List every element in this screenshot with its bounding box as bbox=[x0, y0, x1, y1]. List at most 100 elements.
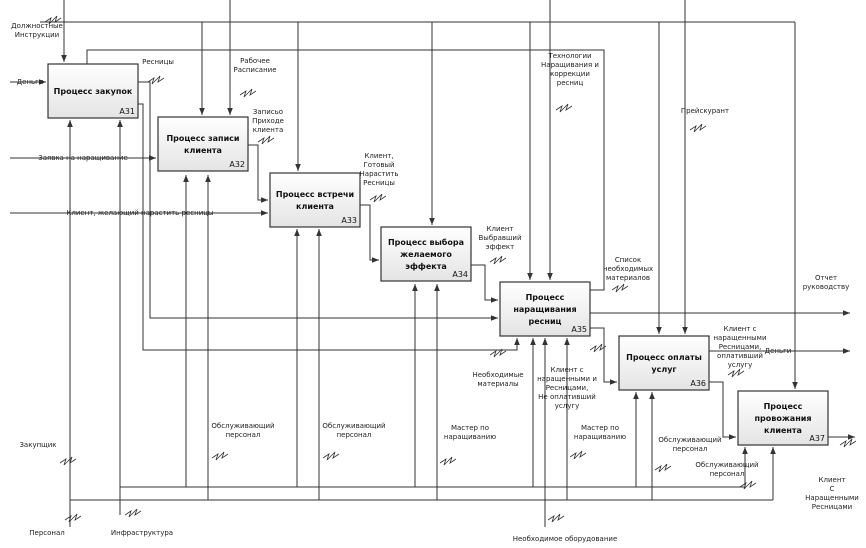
box-id: A36 bbox=[690, 379, 706, 388]
arrow-label: наращенными bbox=[713, 334, 766, 342]
arrow-label: Ресницами, bbox=[546, 384, 589, 392]
arrow-line bbox=[590, 327, 617, 385]
box-title: наращивания bbox=[513, 305, 576, 314]
box-title: Процесс записи bbox=[166, 134, 239, 143]
label-request: Заявка на наращивание bbox=[38, 154, 128, 162]
label-equipment: Необходимое оборудование bbox=[513, 513, 617, 543]
arrow-label: Заявка на наращивание bbox=[38, 154, 128, 162]
label-personnel: Персонал bbox=[29, 513, 82, 537]
squiggle-connector bbox=[739, 480, 757, 490]
squiggle-connector bbox=[439, 456, 457, 466]
arrow-label: Обслуживающий bbox=[322, 422, 385, 430]
label-price: Прейскурант bbox=[681, 107, 729, 133]
arrow-label: наращиванию bbox=[444, 433, 496, 441]
arrow-label: Ресницы bbox=[142, 58, 174, 66]
box-title: услуг bbox=[651, 365, 676, 374]
arrow-label: коррекции bbox=[550, 70, 590, 78]
arrow-line bbox=[86, 49, 605, 291]
arrow-label: наращенными и bbox=[537, 375, 597, 383]
box-frame bbox=[47, 63, 139, 119]
arrow-label: Деньги bbox=[17, 78, 44, 86]
box-id: A34 bbox=[452, 270, 468, 279]
arrow-line bbox=[138, 103, 520, 351]
squiggle-connector bbox=[239, 88, 257, 98]
arrow-label: Ресницы bbox=[363, 179, 395, 187]
arrow-label: персонал bbox=[226, 431, 261, 439]
box-id: A37 bbox=[809, 434, 825, 443]
arrow-label: Клиент, bbox=[364, 152, 393, 160]
arrow-label: Должностные bbox=[11, 22, 63, 30]
arrow-line bbox=[360, 204, 379, 263]
arrow-label: Технологии bbox=[547, 52, 591, 60]
box-title: Процесс встречи bbox=[276, 190, 354, 199]
arrow-label: услугу bbox=[728, 361, 752, 369]
box-title: клиента bbox=[296, 202, 334, 211]
arrow-label: ресниц bbox=[557, 79, 584, 87]
squiggle-connector bbox=[654, 463, 672, 473]
squiggle-connector bbox=[589, 343, 607, 353]
squiggle-connector bbox=[369, 193, 387, 203]
box-frame bbox=[618, 335, 710, 391]
label-buyer: Закупщик bbox=[19, 441, 77, 466]
label-client-paid: Клиент снаращеннымиРесницами,оплатившийу… bbox=[713, 325, 767, 378]
arrow-label: Ресницами bbox=[812, 503, 852, 511]
arrow-label: персонал bbox=[710, 470, 745, 478]
arrow-line bbox=[471, 264, 498, 303]
arrow-label: необходимых bbox=[603, 265, 653, 273]
arrow-label: Список bbox=[615, 256, 641, 264]
box-id: A35 bbox=[571, 325, 587, 334]
label-money-out: Деньги bbox=[765, 347, 792, 355]
arrow-label: Нарастить bbox=[360, 170, 399, 178]
arrow-label: Клиент, желающий нарастить ресницы bbox=[66, 209, 213, 217]
squiggle-connector bbox=[689, 123, 707, 133]
squiggle-connector bbox=[555, 103, 573, 113]
arrow-label: руководству bbox=[803, 283, 850, 291]
arrow-label: Приходе bbox=[252, 117, 284, 125]
arrow-label: Расписание bbox=[233, 66, 276, 74]
box-frame bbox=[499, 281, 591, 337]
squiggle-connector bbox=[59, 456, 77, 466]
box-title: Процесс оплаты bbox=[626, 353, 702, 362]
arrow-label: Наращивания и bbox=[541, 61, 599, 69]
box-frame bbox=[380, 226, 472, 282]
box-id: A32 bbox=[229, 160, 245, 169]
arrow-label: материалы bbox=[477, 380, 518, 388]
arrow-label: клиента bbox=[253, 126, 284, 134]
label-lashes: Ресницы bbox=[142, 58, 174, 85]
arrow-label: Прейскурант bbox=[681, 107, 729, 115]
box-title: эффекта bbox=[405, 262, 447, 271]
arrow-label: Отчет bbox=[815, 274, 837, 282]
arrow-label: персонал bbox=[337, 431, 372, 439]
arrow-label: Готовый bbox=[363, 161, 394, 169]
arrow-label: Закупщик bbox=[19, 441, 56, 449]
arrow-label: Не оплативший bbox=[538, 393, 596, 401]
squiggle-connector bbox=[839, 438, 857, 448]
arrow-label: Мастер по bbox=[451, 424, 489, 432]
arrow-label: Клиент bbox=[487, 225, 514, 233]
arrow-label: Необходимые bbox=[472, 371, 523, 379]
box-title: Процесс выбора bbox=[388, 237, 464, 247]
squiggle-connector bbox=[147, 75, 165, 85]
arrow-label: Ресницами, bbox=[719, 343, 762, 351]
label-money-in: Деньги bbox=[17, 78, 44, 86]
